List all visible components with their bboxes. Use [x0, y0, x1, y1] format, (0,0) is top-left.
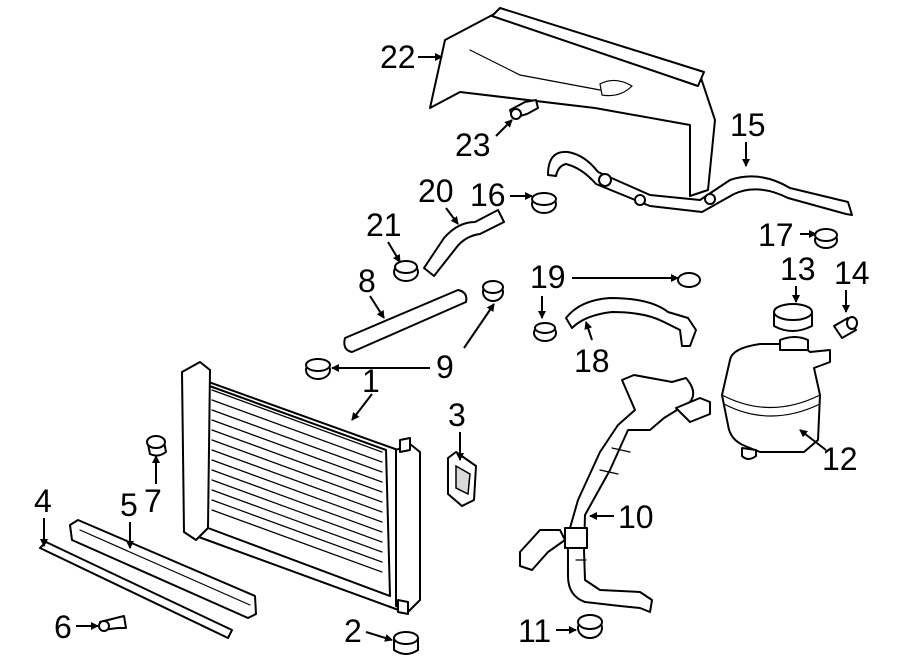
part-clamp-11 — [577, 614, 603, 639]
part-lower-hose — [519, 374, 711, 613]
callout-labels: 22 23 15 16 17 20 21 8 19 18 13 14 12 9 … — [34, 39, 870, 649]
part-hose-20 — [423, 209, 505, 277]
callout-22: 22 — [380, 39, 416, 75]
part-overflow-hose — [547, 150, 853, 216]
callout-12: 12 — [822, 441, 858, 477]
part-drain-plug — [393, 631, 419, 655]
part-bracket-3 — [447, 451, 477, 507]
callout-8: 8 — [358, 263, 376, 299]
part-clamp-19b — [533, 322, 557, 342]
part-grommet-7 — [146, 435, 167, 457]
callout-23: 23 — [455, 127, 491, 163]
part-clamp-17 — [814, 228, 838, 249]
callout-10: 10 — [618, 499, 654, 535]
callout-15: 15 — [730, 107, 766, 143]
callout-19: 19 — [530, 259, 566, 295]
callout-14: 14 — [834, 255, 870, 291]
callout-1: 1 — [362, 363, 380, 399]
callout-17: 17 — [758, 217, 794, 253]
part-reservoir-cap — [773, 303, 813, 332]
part-coolant-reservoir — [721, 336, 831, 460]
leader-lines — [40, 53, 850, 642]
part-hose-8 — [343, 289, 468, 353]
callout-16: 16 — [470, 177, 506, 213]
callout-3: 3 — [448, 397, 466, 433]
callout-18: 18 — [574, 343, 610, 379]
callout-4: 4 — [34, 483, 52, 519]
part-baffle-5 — [69, 519, 257, 619]
part-hose-18 — [565, 297, 697, 347]
callout-9: 9 — [436, 349, 454, 385]
callout-5: 5 — [120, 487, 138, 523]
part-upper-shroud — [429, 7, 716, 197]
part-clamp-19a — [677, 272, 701, 288]
callout-21: 21 — [366, 207, 402, 243]
part-clamp-9a — [482, 280, 504, 302]
callout-2: 2 — [344, 613, 362, 649]
part-radiator — [181, 361, 421, 615]
callout-7: 7 — [144, 483, 162, 519]
callout-13: 13 — [780, 251, 816, 287]
part-clamp-16 — [531, 192, 557, 214]
callout-6: 6 — [54, 609, 72, 645]
part-push-pin-23 — [509, 99, 539, 120]
callout-20: 20 — [418, 173, 454, 209]
callout-11: 11 — [518, 613, 551, 649]
part-pin-6 — [98, 615, 127, 632]
part-clamp-21 — [393, 260, 419, 282]
part-connector-14 — [833, 316, 858, 339]
part-clamp-9b — [305, 358, 331, 380]
